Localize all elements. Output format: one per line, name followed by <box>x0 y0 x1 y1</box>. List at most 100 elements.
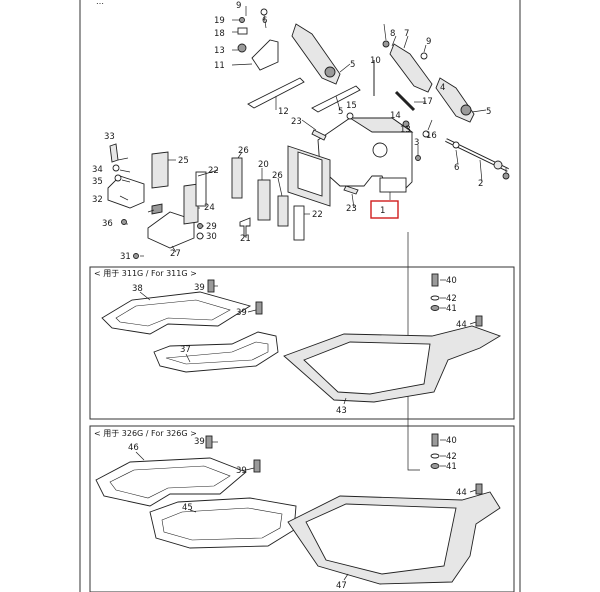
frame-part-1-shade <box>348 117 414 133</box>
callout: 6 <box>262 16 267 26</box>
presser-plate-38-inner <box>115 299 231 327</box>
callout: 22 <box>312 210 323 220</box>
block-25 <box>151 151 169 189</box>
screw-44 <box>475 315 483 327</box>
callout: 36 <box>102 219 113 229</box>
callout: 4 <box>440 83 445 93</box>
section-326g-parts <box>95 433 501 585</box>
callout: 47 <box>336 581 347 591</box>
callout: 45 <box>182 503 193 513</box>
screw-28 <box>151 203 163 215</box>
callouts-326g: 46 39 39 45 40 42 41 44 47 <box>128 436 467 591</box>
callout: 18 <box>214 29 225 39</box>
callout: 37 <box>180 345 191 355</box>
callout: 8 <box>390 29 395 39</box>
side-plate-22-front <box>297 151 323 197</box>
presser-plate-38 <box>101 291 252 335</box>
callouts-top: 9 19 6 18 13 11 5 12 10 8 7 9 5 17 4 5 1… <box>92 1 491 262</box>
callout: 12 <box>278 107 289 117</box>
screw-39-d <box>253 459 261 473</box>
small-fasteners <box>237 8 510 180</box>
callout: 2 <box>478 179 483 189</box>
comb-block-20 <box>257 179 271 221</box>
frame-foot <box>379 177 407 193</box>
callout: 13 <box>214 46 225 56</box>
screw-23-lower <box>343 185 359 195</box>
washer-42-b <box>430 453 440 459</box>
callout: 5 <box>338 107 343 117</box>
washer-35 <box>114 174 122 182</box>
feed-plate-47-window <box>305 503 457 575</box>
callout: 20 <box>258 160 269 170</box>
washer-30 <box>196 232 204 240</box>
partial-heading: … <box>96 0 104 6</box>
screw-39-c <box>205 435 213 449</box>
callout: 14 <box>390 111 401 121</box>
callouts-311g: 38 39 39 37 40 42 41 44 43 <box>132 276 467 416</box>
section-326g-frame <box>89 425 515 592</box>
leader-lines-326g <box>135 439 477 581</box>
callout: 39 <box>194 283 205 293</box>
callout: 23 <box>291 117 302 127</box>
callout: 39 <box>236 466 247 476</box>
section-311g-frame <box>89 266 515 420</box>
screw-40 <box>431 273 439 287</box>
plate-27 <box>147 211 195 249</box>
screw-29 <box>197 223 203 229</box>
callout: 34 <box>92 165 103 175</box>
section-311g-parts <box>101 273 502 403</box>
callout: 24 <box>204 203 215 213</box>
presser-plate-46-inner <box>109 465 231 499</box>
shaft-2-collar <box>493 160 503 170</box>
highlight-box-callout-1 <box>370 200 399 219</box>
block-24 <box>183 183 199 225</box>
callout: 6 <box>454 163 459 173</box>
frame-hole <box>372 142 388 158</box>
arm-roller-left <box>324 66 336 78</box>
lever-12-mid <box>311 85 361 113</box>
section-326g-header: < 用于 326G / For 326G > <box>94 429 197 438</box>
callout: 40 <box>446 436 457 446</box>
screw-44-b <box>475 483 483 495</box>
callout: 11 <box>214 61 225 71</box>
callout: 38 <box>132 284 143 294</box>
callout: 17 <box>422 97 433 107</box>
screw-23-upper <box>311 129 327 141</box>
callout: 13 <box>400 125 411 135</box>
callout: 42 <box>446 452 457 462</box>
callout: 31 <box>120 252 131 262</box>
comb-block-22 <box>293 205 305 241</box>
presser-plate-45-inner <box>161 507 283 541</box>
callout: 29 <box>206 222 217 232</box>
arm-assembly-5-right <box>389 43 433 93</box>
callout: 26 <box>238 146 249 156</box>
comb-block-26-left <box>231 157 243 199</box>
screw-39-a <box>207 279 215 293</box>
callout: 39 <box>236 308 247 318</box>
callout: 9 <box>236 1 241 11</box>
callout: 32 <box>92 195 103 205</box>
callout: 22 <box>208 166 219 176</box>
screw-39-b <box>255 301 263 315</box>
feed-plate-43-window <box>303 341 431 395</box>
callout: 3 <box>414 138 419 148</box>
comb-block-22-left <box>195 171 207 207</box>
washer-42 <box>430 295 440 301</box>
pin-17 <box>394 90 416 112</box>
callout: 43 <box>336 406 347 416</box>
callout: 41 <box>446 462 457 472</box>
callout: 19 <box>214 16 225 26</box>
callout: 26 <box>272 171 283 181</box>
callout: 39 <box>194 437 205 447</box>
lever-12-left <box>247 77 305 109</box>
callout: 10 <box>370 56 381 66</box>
callout: 35 <box>92 177 103 187</box>
screw-40-b <box>431 433 439 447</box>
presser-plate-46 <box>95 457 247 507</box>
section-311g-header: < 用于 311G / For 311G > <box>94 269 197 278</box>
callout: 16 <box>426 131 437 141</box>
callout: 40 <box>446 276 457 286</box>
leader-lines-311g <box>139 279 477 405</box>
callout: 46 <box>128 443 139 453</box>
